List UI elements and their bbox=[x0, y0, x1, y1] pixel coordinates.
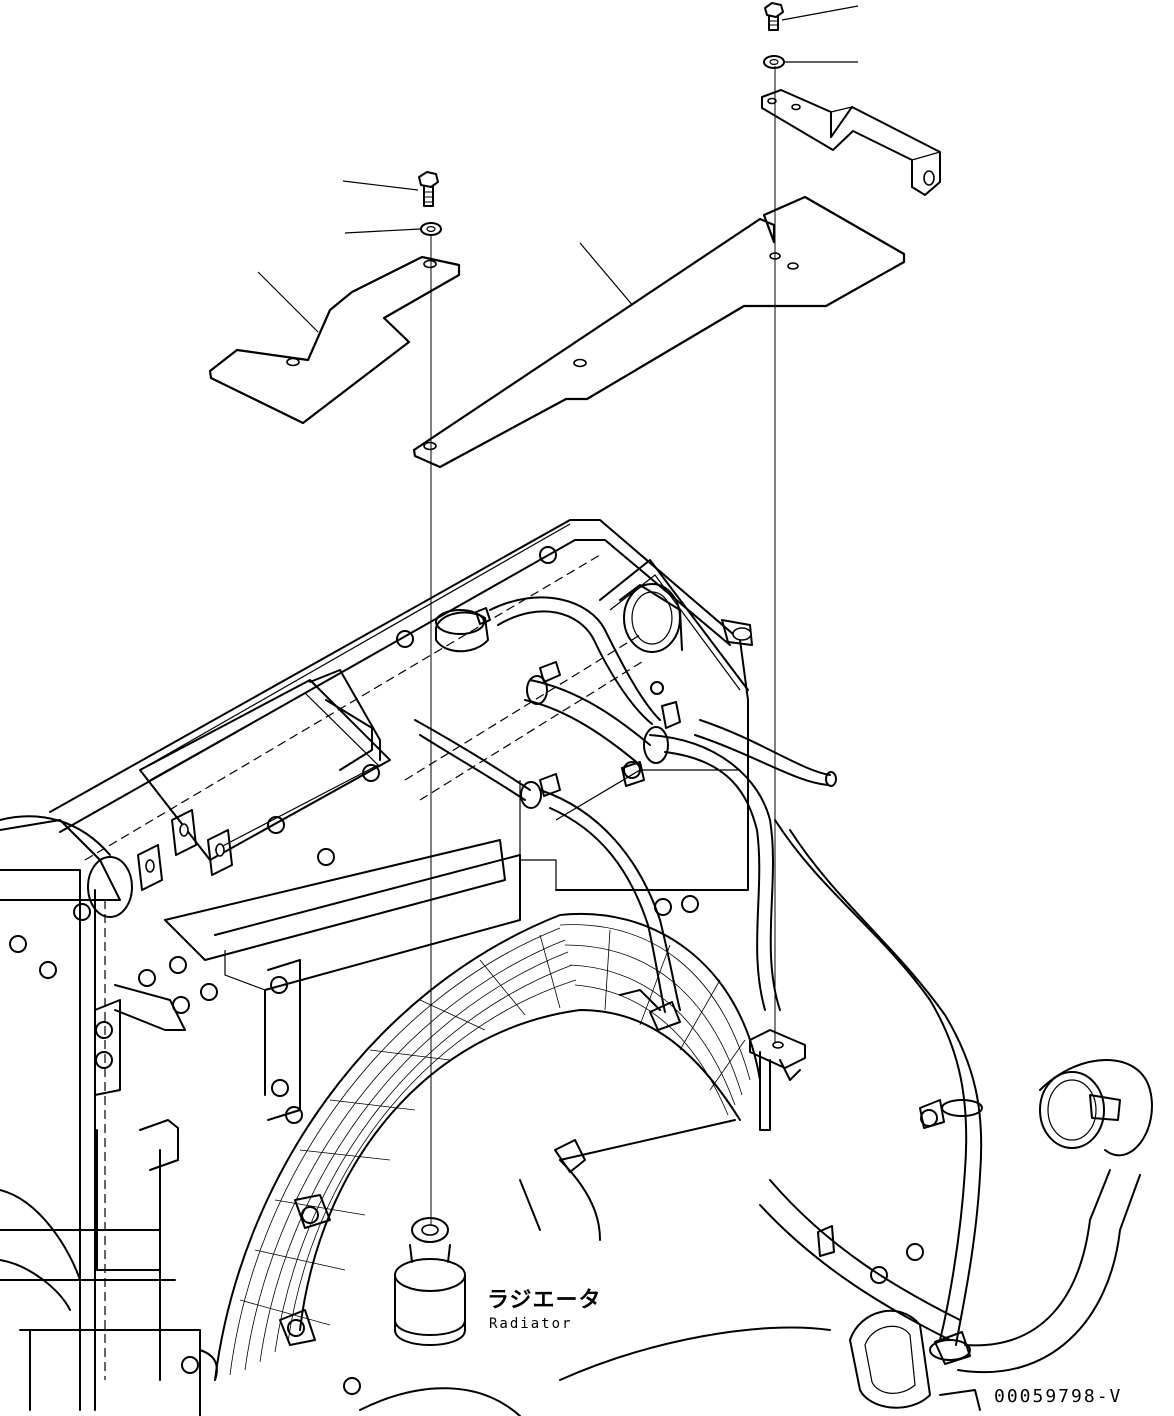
radiator-core-fins bbox=[214, 912, 761, 1381]
bolt-top-right bbox=[764, 2, 784, 31]
radiator-label-en: Radiator bbox=[489, 1316, 573, 1332]
lower-left-frame bbox=[0, 1189, 218, 1411]
leader-lines bbox=[257, 5, 859, 333]
cover-plate-long bbox=[412, 195, 906, 469]
hose-clamps bbox=[475, 607, 971, 1365]
washer-left bbox=[420, 222, 442, 236]
outlet-flange bbox=[849, 1309, 981, 1411]
frame-tabs bbox=[137, 619, 753, 891]
reservoir-outlet bbox=[619, 583, 683, 653]
bracket-top-right bbox=[761, 89, 941, 196]
radiator-frame bbox=[0, 519, 749, 1416]
drawing-code: 00059798-V bbox=[994, 1386, 1123, 1407]
radiator-cap bbox=[435, 609, 489, 653]
cover-plate-left bbox=[208, 255, 461, 425]
washer-top-right bbox=[763, 55, 785, 69]
coolant-hoses bbox=[359, 596, 1153, 1416]
radiator-label-jp: ラジエータ bbox=[487, 1288, 602, 1313]
radiator-filler-neck bbox=[394, 1217, 466, 1346]
bolt-left bbox=[418, 171, 439, 207]
frame-bolts bbox=[9, 546, 938, 1395]
radiator-side-bracket bbox=[279, 1029, 806, 1346]
assembly-centerlines bbox=[430, 66, 776, 1230]
